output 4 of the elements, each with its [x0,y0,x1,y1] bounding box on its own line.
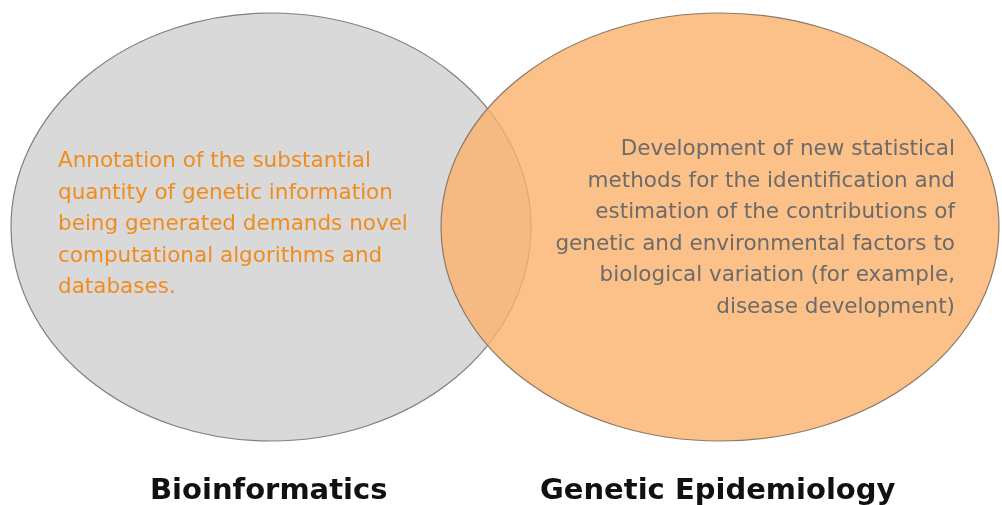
description-text: Development of new statistical methods for the identification and estimation of the contributions of genetic and environmental factors to biological variation (for example, disease development) [554,134,955,320]
description-text: Annotation of the substantial quantity of genetic information being generated demands novel computational algorithms and databases. [58,146,409,300]
circle-title: Bioinformatics [150,472,388,505]
circle-title: Genetic Epidemiology [540,472,896,505]
